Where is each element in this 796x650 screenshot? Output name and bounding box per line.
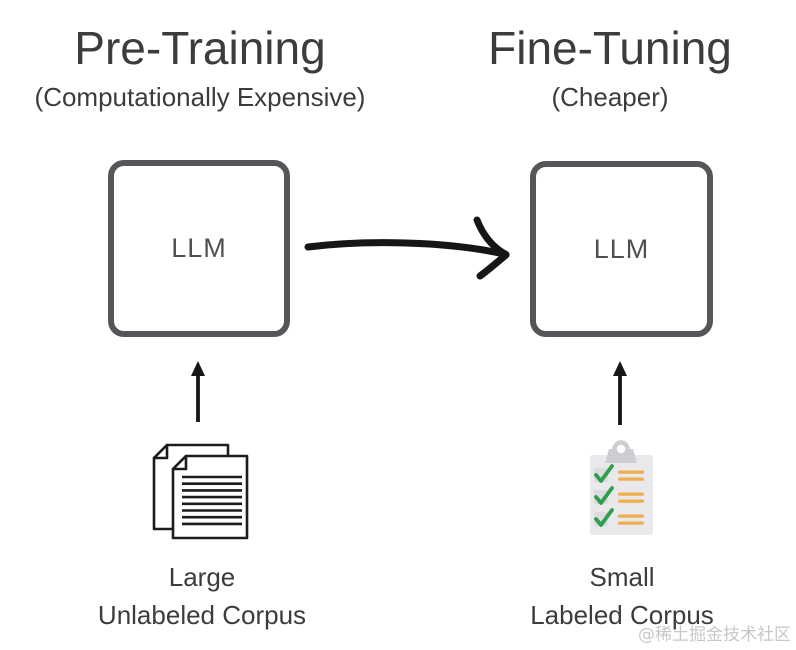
finetuning-llm-box: LLM bbox=[530, 161, 713, 337]
corpus-label-line1: Small bbox=[589, 562, 655, 592]
corpus-label-line1: Large bbox=[168, 562, 236, 592]
pretraining-subtitle: (Computationally Expensive) bbox=[34, 82, 366, 112]
arrow-up-icon-right bbox=[613, 361, 627, 425]
corpus-label-line2: Labeled Corpus bbox=[530, 600, 714, 630]
pretraining-title: Pre-Training bbox=[74, 22, 326, 74]
documents-icon bbox=[152, 443, 249, 540]
small-labeled-corpus-label: Small Labeled Corpus bbox=[424, 558, 796, 634]
large-unlabeled-corpus-label: Large Unlabeled Corpus bbox=[4, 558, 400, 634]
finetuning-title: Fine-Tuning bbox=[488, 22, 732, 74]
pretraining-llm-label: LLM bbox=[171, 233, 227, 263]
pretraining-llm-box: LLM bbox=[108, 160, 290, 337]
arrow-up-icon-left bbox=[191, 361, 205, 422]
corpus-label-line2: Unlabeled Corpus bbox=[97, 600, 307, 630]
finetuning-subtitle: (Cheaper) bbox=[551, 82, 669, 112]
finetuning-llm-label: LLM bbox=[593, 233, 650, 264]
checklist-clipboard-icon bbox=[590, 440, 653, 535]
arrow-right-icon bbox=[304, 216, 510, 280]
watermark: @稀土掘金技术社区 bbox=[638, 625, 791, 645]
